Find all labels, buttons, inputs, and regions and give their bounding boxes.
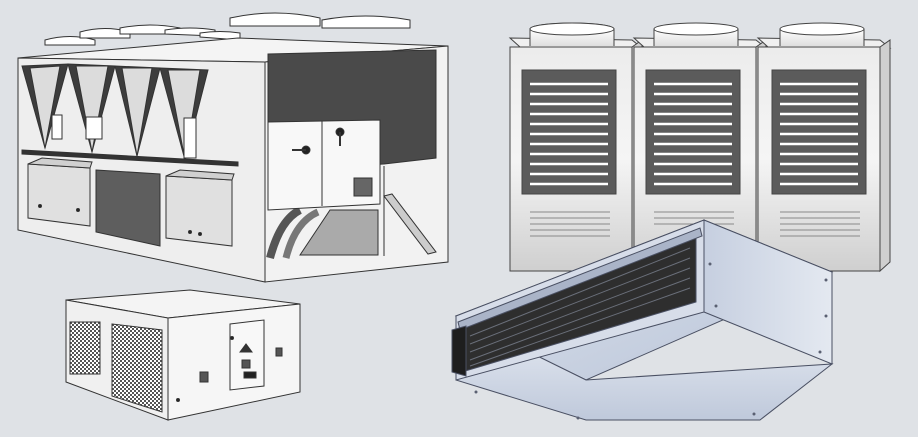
intake-louver-left: [69, 321, 101, 375]
intake-louver-right: [111, 323, 163, 413]
ducted-fan-coil-unit: [451, 219, 834, 421]
air-cooled-chiller: [17, 12, 449, 283]
chiller-coils: [21, 63, 209, 162]
discharge-grille: [451, 227, 703, 377]
rooftop-package-unit: [65, 289, 301, 421]
chiller-compressor-housings: [27, 157, 235, 247]
chiller-control-box: [267, 119, 381, 211]
chiller-fan-tops: [44, 12, 411, 46]
chiller-pipes: [266, 206, 379, 260]
vrf-unit-1: [508, 22, 644, 273]
vrf-unit-3: [756, 22, 892, 273]
vrf-outdoor-units: [508, 22, 892, 273]
